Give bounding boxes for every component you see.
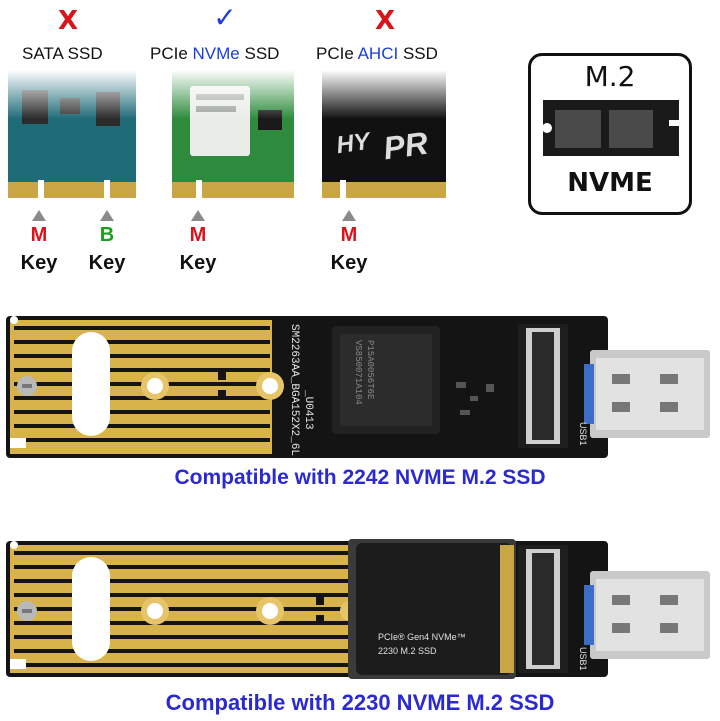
badge-title: M.2 [584, 60, 636, 93]
key-pointer-icon [32, 210, 46, 221]
unsupported-x-icon: X [374, 6, 396, 36]
key-label: Key [20, 252, 58, 274]
caption-2242: Compatible with 2242 NVME M.2 SSD [174, 466, 546, 489]
m2-nvme-badge: M.2 NVME [528, 53, 692, 215]
adapter-board-2242: VS850071A104 P15A0056T6E SM2263AA_BGA152… [6, 316, 710, 458]
key-label: Key [88, 252, 126, 274]
svg-text:USB1: USB1 [578, 422, 588, 446]
key-letter-m: M [340, 224, 358, 246]
badge-subtitle: NVME [567, 168, 653, 198]
pcie-ahci-ssd-label: PCIe AHCI SSD [316, 44, 438, 63]
silk-text-1: SM2263AA_BGA152X2_6L [288, 324, 300, 456]
silk-text-2: _U0413 [302, 389, 314, 430]
m2-card-icon [542, 100, 679, 156]
ssd-chip-label-line1: PCIe® Gen4 NVMe™ [378, 632, 466, 642]
caption-2230: Compatible with 2230 NVME M.2 SSD [165, 690, 555, 715]
gold-stripes [10, 320, 272, 454]
ssd-chip-label-line2: 2230 M.2 SSD [378, 646, 437, 656]
key-pointer-icon [191, 210, 205, 221]
key-label: Key [330, 252, 368, 274]
key-pointer-icon [100, 210, 114, 221]
key-letter-b: B [99, 224, 115, 246]
sata-ssd-label: SATA SSD [22, 44, 103, 63]
svg-text:USB1: USB1 [578, 647, 588, 671]
mount-slot [72, 332, 110, 436]
ssd-photos: HY PR [0, 70, 470, 210]
svg-text:P15A0056T6E: P15A0056T6E [365, 340, 375, 399]
pcie-nvme-ssd-label: PCIe NVMe SSD [150, 44, 280, 63]
svg-text:VS850071A104: VS850071A104 [353, 340, 363, 405]
supported-check-icon: ✓ [213, 1, 237, 34]
unsupported-x-icon: X [57, 6, 79, 36]
key-pointer-icon [342, 210, 356, 221]
ssd-compare-section: X ✓ X SATA SSD PCIe NVMe SSD PCIe AHCI S… [0, 0, 470, 285]
key-label: Key [179, 252, 217, 274]
key-letter-m: M [189, 224, 207, 246]
adapter-board-2230: USB1 [6, 539, 710, 679]
key-letter-m: M [30, 224, 48, 246]
